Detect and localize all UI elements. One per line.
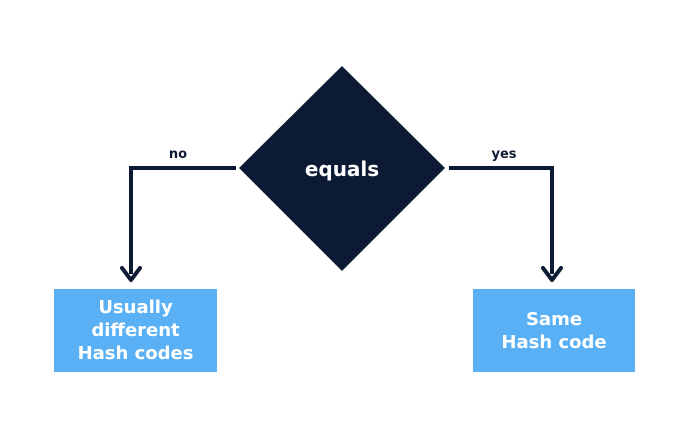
outcome-no-line-2: different: [91, 320, 180, 341]
outcome-box-no: Usually different Hash codes: [54, 289, 217, 372]
outcome-yes-line-2: Hash code: [501, 331, 607, 353]
yes-branch-connector: [449, 166, 554, 274]
outcome-box-yes: Same Hash code: [473, 289, 635, 372]
decision-diamond: [239, 66, 445, 271]
outcome-no-line-1: Usually: [98, 297, 173, 318]
no-branch-arrowhead: [120, 266, 142, 282]
no-branch-connector: [129, 166, 236, 274]
outcome-no-line-3: Hash codes: [77, 343, 194, 364]
no-branch-label: no: [169, 147, 187, 162]
outcome-yes-line-1: Same: [525, 308, 583, 330]
yes-branch-label: yes: [491, 147, 516, 162]
yes-branch-arrowhead: [541, 266, 563, 282]
decision-label: equals: [305, 157, 379, 181]
